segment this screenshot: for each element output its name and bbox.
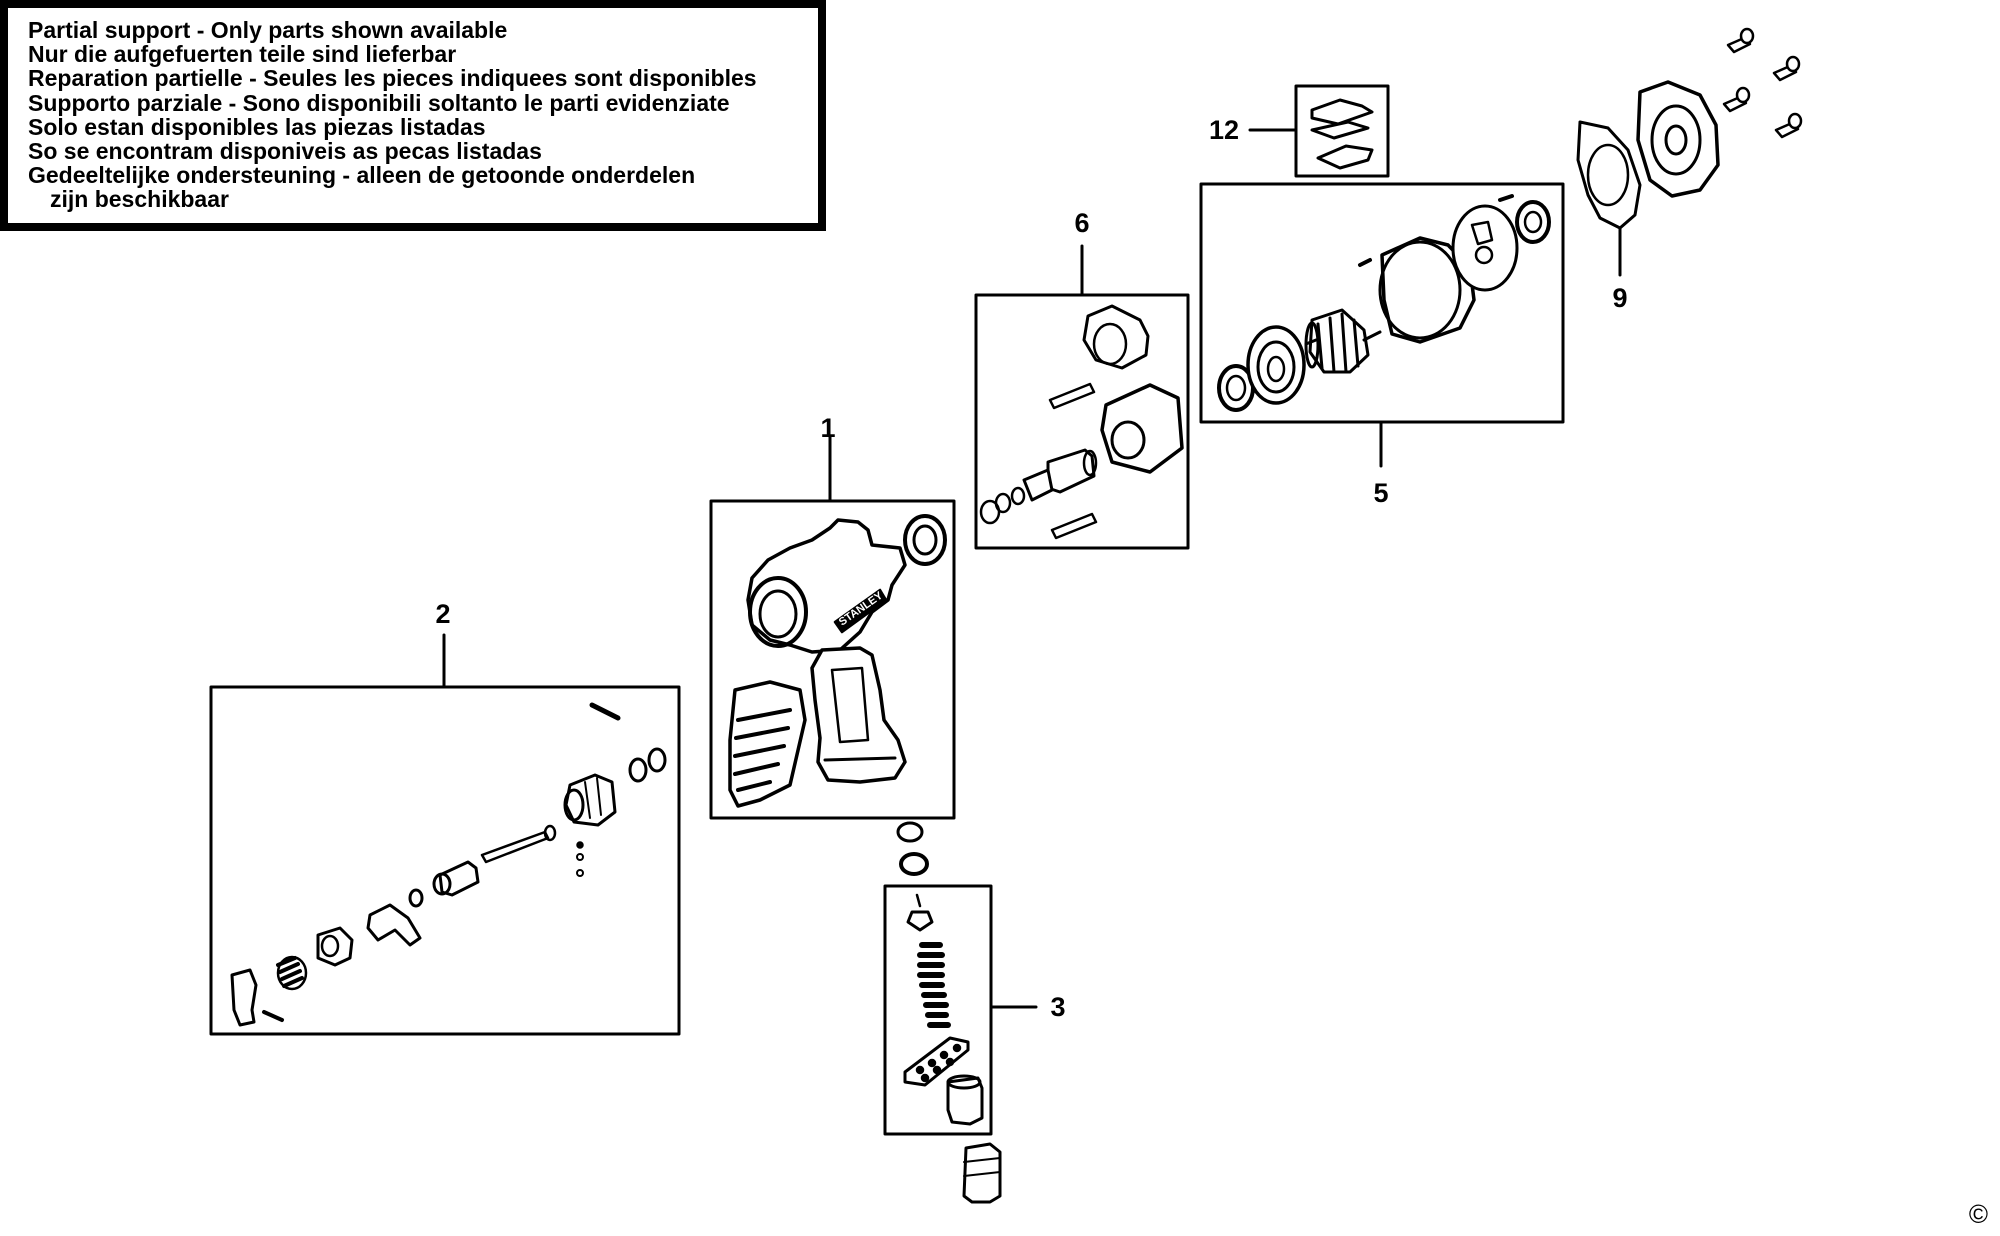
screw-a (1726, 27, 1755, 54)
part-group-2[interactable]: 2 (209, 599, 681, 1036)
o-ring-6a (1010, 486, 1026, 506)
handle (810, 646, 907, 784)
o-ring-1 (903, 514, 947, 566)
part-group-1[interactable]: 1 STANLEY (709, 413, 956, 820)
valve-stem (480, 830, 550, 864)
notice-line-nl: Gedeeltelijke ondersteuning - alleen de … (28, 162, 696, 189)
screw-c (1722, 86, 1751, 113)
o-ring-2c (408, 888, 424, 908)
part-group-5[interactable]: 5 (1199, 182, 1565, 508)
callout-2: 2 (435, 599, 450, 629)
seal-3a (896, 821, 924, 843)
trigger (366, 903, 422, 947)
screw-d (1774, 112, 1803, 139)
notice-line-it: Supporto parziale - Sono disponibili sol… (28, 89, 730, 116)
callout-5: 5 (1373, 478, 1388, 508)
callout-6: 6 (1074, 208, 1089, 238)
vane-c (1316, 144, 1374, 170)
gasket (1576, 120, 1642, 230)
pin-6b (1050, 512, 1098, 540)
part-group-3[interactable]: 3 (883, 821, 1066, 1204)
o-ring-6c (979, 499, 1001, 525)
pin (589, 702, 621, 721)
trigger-cover (230, 968, 258, 1027)
callout-9: 9 (1612, 283, 1627, 313)
bearing-rear (1515, 200, 1551, 244)
part-group-12[interactable]: 12 (1209, 84, 1390, 178)
screw-b (1772, 55, 1801, 82)
notice-line-pt: So se encontram disponiveis as pecas lis… (28, 138, 542, 165)
valve-bushing (438, 860, 480, 897)
hammer-cage (1082, 304, 1150, 370)
stanley-badge (833, 588, 888, 634)
spring-2 (276, 956, 304, 988)
anvil (1046, 448, 1096, 494)
spring-3 (917, 942, 951, 1028)
part-box-1 (709, 499, 956, 820)
hammer-case (746, 518, 907, 654)
notice-line-nl-cont: zijn beschikbaar (50, 186, 229, 213)
back-cap (1636, 80, 1720, 198)
callout-12: 12 (1209, 115, 1239, 145)
part-group-9[interactable]: 9 (1576, 27, 1803, 313)
vane-a (1310, 98, 1374, 126)
part-box-3 (883, 884, 993, 1136)
pin-6a (1048, 382, 1096, 410)
seal-3b (899, 852, 929, 876)
part-group-6[interactable]: 6 (974, 208, 1190, 550)
vane-b (1310, 120, 1370, 140)
reverse-valve (564, 773, 617, 827)
o-ring-2a (628, 757, 648, 783)
notice-line-es: Solo estan disponibles las piezas listad… (28, 113, 486, 140)
notice-line-fr: Reparation partielle - Seules les pieces… (28, 65, 757, 92)
star-washer (906, 910, 934, 932)
o-ring-2b (647, 747, 667, 773)
notice-line-en: Partial support - Only parts shown avail… (28, 17, 508, 43)
partial-support-notice: Partial support - Only parts shown avail… (0, 0, 826, 231)
callout-1: 1 (820, 413, 835, 443)
grip-sleeve (728, 680, 807, 808)
notice-line-de: Nur die aufgefuerten teile sind lieferba… (28, 41, 457, 68)
callout-3: 3 (1050, 992, 1065, 1022)
copyright-mark: © (1968, 1199, 1988, 1229)
